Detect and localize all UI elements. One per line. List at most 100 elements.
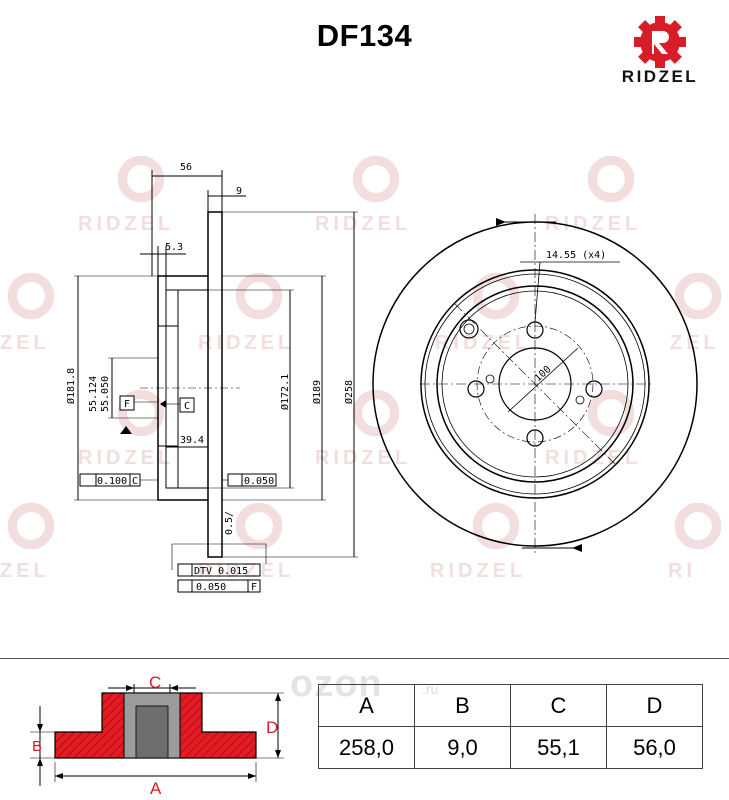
arrow-icon [160,400,166,408]
side-view [74,170,358,593]
watermark-text: RIDZEL [198,332,295,354]
watermark-text: RI [668,560,696,582]
section-label-a: A [150,779,162,798]
arrow-icon [37,724,43,732]
spec-table-value-row: 258,0 9,0 55,1 56,0 [318,726,703,769]
dtv-value: DTV 0.015 [194,566,248,577]
small-hole [485,374,495,384]
watermark-gear-icon [117,389,165,437]
brand-name: RIDZEL [621,67,699,86]
watermark-text: RIDZEL [315,213,412,235]
holes-callout: 14.55 (x4) [546,250,606,261]
arrow-icon [248,773,256,779]
center-line [454,303,616,465]
watermark-text: RIDZEL [435,332,532,354]
arrow-icon [126,685,134,691]
watermark-gear-icon [117,155,165,203]
arrow-icon [170,685,178,691]
watermark-gear-icon [587,389,635,437]
dim-dia-172-1: Ø172.1 [279,374,291,410]
watermark-text: ZEL [670,332,720,354]
watermark-gear-icon [674,502,722,550]
datum-c-box [179,397,195,413]
hat-inner [165,289,208,489]
stud-hole [585,380,603,398]
friction-ring-outline [207,211,223,558]
rotation-arrow-icon [572,544,582,552]
gear-logo-icon [634,16,686,68]
spec-value-d: 56,0 [606,726,703,769]
pcd-dimension-line [507,347,579,413]
spec-header-b: B [414,684,511,727]
locating-hole [459,319,479,339]
watermark-text: RIDZEL [78,213,175,235]
watermark-gear-icon [587,155,635,203]
dim-dia-181-8: Ø181.8 [65,368,77,404]
datum-markers [120,400,166,434]
flatness-value: 0.050 [244,476,274,487]
arrow-icon [275,693,281,701]
surface-mark: 0.5/ [224,511,235,535]
dim-39-4: 39.4 [180,435,204,446]
watermark-text: ZEL [0,560,50,582]
spec-header-d: D [606,684,703,727]
watermark-gear-icon [352,155,400,203]
holes-leader [534,261,541,323]
brand-logo [634,16,686,68]
dim-bore-min: 55.050 [100,376,111,412]
stud-hole [526,429,544,447]
dim-5-3: 5.3 [165,242,183,253]
arrow-icon [275,750,281,758]
spec-value-a: 258,0 [318,726,415,769]
watermark-text: ZEL [0,332,50,354]
watermark-gear-icon [7,272,55,320]
dim-9: 9 [236,186,242,197]
dim-dia-258: Ø258 [343,380,355,404]
disc-section-view: C B D A [30,673,284,798]
spec-value-b: 9,0 [414,726,511,769]
small-hole [575,395,585,405]
locating-hole [463,323,475,335]
hub-bore-inner [135,705,169,759]
arrow-icon [37,758,43,766]
section-divider [0,658,729,659]
watermark-text: RIDZEL [430,560,527,582]
part-number-title: DF134 [316,18,413,53]
runout-ref: C [132,476,138,487]
section-label-b: B [32,738,42,755]
front-view [372,214,698,556]
spec-header-a: A [318,684,415,727]
watermark-text: RIDZEL [78,447,175,469]
watermark-gear-icon [235,502,283,550]
spec-table-header-row: A B C D [318,684,703,727]
watermark-gear-icon [674,272,722,320]
dim-bore-max: 55.124 [88,376,99,412]
datum-c-label: C [184,401,190,412]
watermark-gear-icon [472,502,520,550]
section-label-d: D [266,718,278,737]
watermark-gear-icon [352,389,400,437]
watermark-gear-icon [235,272,283,320]
dtv-leader [171,543,267,570]
dim-56: 56 [180,162,192,173]
tolerance-frame-dtv [177,563,261,577]
arrow-icon [55,773,63,779]
pcd-label: 100 [533,364,554,384]
watermark-gear-icon [7,502,55,550]
rotation-arrow-icon [496,218,506,226]
parallel-value: 0.050 [196,582,226,593]
datum-triangle-icon [120,426,132,434]
dim-dia-189: Ø189 [311,380,323,404]
parallel-ref: F [251,582,257,593]
runout-value: 0.100 [97,476,127,487]
tolerance-frame-parallel [177,579,261,593]
datum-f-box [119,395,135,411]
datum-f-label: F [124,399,130,410]
watermark-text: RIDZEL [545,213,642,235]
technical-drawing: 56 9 5.3 Ø181.8 55.124 55.050 Ø172.1 Ø18… [65,162,698,593]
spec-table: A B C D 258,0 9,0 55,1 56,0 [318,684,703,769]
watermark-text: RIDZEL [315,447,412,469]
spec-value-c: 55,1 [510,726,607,769]
section-label-c: C [149,673,161,692]
spec-header-c: C [510,684,607,727]
